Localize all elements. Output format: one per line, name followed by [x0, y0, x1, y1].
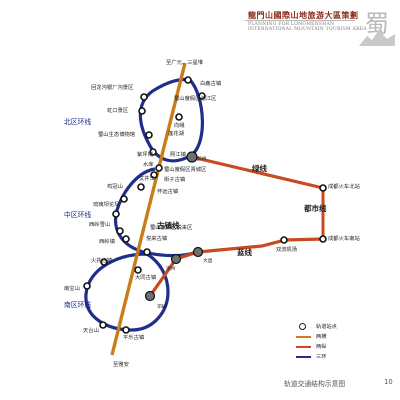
legend-label: 两横 [316, 334, 327, 340]
station-marker[interactable] [134, 266, 142, 274]
station-marker[interactable] [149, 148, 157, 156]
station-label-nanbao: 南宝山 [64, 284, 80, 292]
north-ring-line [138, 77, 204, 163]
orange-line-swatch-icon [296, 336, 311, 338]
station-label-jiangyan: 蜀山度假区湔江区 [174, 94, 217, 102]
station-marker[interactable] [122, 326, 130, 334]
station-label-chengdu-north: 成都火车北站 [328, 182, 360, 190]
legend-item-blue: 三环 [296, 353, 376, 363]
station-marker[interactable] [83, 282, 91, 290]
station-marker[interactable] [140, 93, 148, 101]
orange-line-label: 古镇线 [157, 220, 180, 230]
legend-label: 两纵 [316, 344, 327, 350]
legend-item-red: 两纵 [296, 343, 376, 353]
station-label-xiling: 西岭雪山 [89, 220, 110, 228]
zone-north-label: 北区环线 [64, 117, 91, 126]
subtitle-line-2: INTERNATIONAL MOUNTAIN TOURISM AREA [248, 27, 367, 33]
station-marker[interactable] [137, 183, 145, 191]
station-label-qionglai-wind: 琉璃坝论坛 [93, 200, 120, 208]
station-label-yuelai: 悦来古镇 [146, 234, 168, 242]
blue-line [148, 237, 324, 297]
station-label-xilai: 西岭镇 [99, 237, 116, 245]
station-label-shuangliu: 双流机场 [276, 245, 297, 253]
green-line-label: 绿线 [252, 163, 267, 173]
blue-line-label: 蓝线 [237, 247, 252, 257]
station-marker[interactable] [99, 321, 107, 329]
legend-label: 轨道站点 [316, 324, 337, 330]
badge-qionglai: 邛崃 [157, 303, 167, 310]
major-station-chongzhou[interactable] [170, 253, 182, 265]
legend-item-station: 轨道站点 [296, 323, 376, 333]
station-label-shushan-qingcheng: 蜀山度假区青城区 [164, 165, 207, 173]
zone-south-label: 南区环线 [64, 300, 91, 309]
station-label-hongkou: 虹口景区 [107, 106, 129, 114]
station-marker[interactable] [280, 236, 288, 244]
station-label-pingle: 平乐古镇 [123, 333, 145, 341]
green-line [191, 155, 324, 190]
legend-item-orange: 两横 [296, 333, 376, 343]
major-station-dayi[interactable] [192, 246, 204, 258]
stations-group [83, 76, 327, 334]
station-marker[interactable] [198, 92, 206, 100]
station-label-huilongou: 回龙沟银厂沟景区 [91, 83, 134, 91]
major-station-chengjiang[interactable] [186, 151, 198, 163]
middle-ring-line [114, 167, 201, 258]
station-marker[interactable] [319, 184, 327, 192]
south-ring-line [84, 252, 170, 332]
top-destination-label: 至广元、三星堆 [166, 58, 204, 66]
page-title: 龍門山國際山地旅游大區策劃 [248, 10, 359, 20]
station-marker[interactable] [175, 113, 183, 121]
station-label-datong: 大同古镇 [135, 273, 157, 281]
station-label-huaiyuan: 怀远古镇 [157, 187, 179, 195]
legend-label: 三环 [316, 354, 327, 360]
station-marker[interactable] [143, 248, 151, 256]
station-marker[interactable] [116, 227, 124, 235]
station-label-shuiku: 水库 [143, 160, 154, 168]
station-label-jiguan: 鸡冠山 [107, 182, 123, 190]
major-station-qionglai[interactable] [144, 290, 156, 302]
orange-line [110, 62, 187, 356]
station-marker[interactable] [112, 210, 120, 218]
station-label-lianhua: 莲花湖 [168, 129, 184, 137]
bottom-destination-label: 至雅安 [113, 360, 129, 368]
station-marker[interactable] [150, 171, 158, 179]
shu-logo-icon: 蜀 [359, 10, 395, 46]
station-label-zijing: 紫坪铺 [137, 150, 153, 158]
station-marker[interactable] [122, 235, 130, 243]
station-marker[interactable] [100, 258, 108, 266]
station-label-huojing: 火井古镇 [91, 256, 113, 264]
badge-pengzhou: 彭州 [197, 155, 207, 162]
station-label-bailu: 白鹿古镇 [200, 79, 222, 87]
station-label-shushan-yuelai: 蜀山度假区悦来区 [150, 223, 193, 231]
red-line-swatch-icon [296, 346, 311, 348]
major-stations-group [144, 151, 204, 302]
station-marker[interactable] [145, 131, 153, 139]
badge-chongzhou: 崇州 [166, 266, 176, 272]
legend: 轨道站点 两横 两纵 三环 [296, 323, 376, 363]
station-label-chengjiang: 熙江镇 [170, 150, 187, 158]
metro-line-label: 都市线 [303, 203, 327, 213]
page-subtitle: PLANNING FOR LONGMENSHAN INTERNATIONAL M… [248, 22, 367, 33]
station-marker[interactable] [319, 235, 327, 243]
station-marker[interactable] [120, 195, 128, 203]
badge-dayi: 大邑 [203, 257, 213, 264]
station-marker[interactable] [184, 76, 192, 84]
station-label-jiezi: 街子古镇 [164, 175, 186, 183]
station-label-xiangfeng: 向峨 [174, 121, 185, 129]
blue-line-swatch-icon [296, 356, 311, 358]
page-number: 10 [384, 378, 393, 386]
subtitle-line-1: PLANNING FOR LONGMENSHAN [248, 22, 335, 27]
station-marker[interactable] [138, 107, 146, 115]
station-marker[interactable] [155, 164, 163, 172]
station-dot-icon [299, 323, 306, 330]
station-label-wenjing: 文井江 [139, 174, 156, 182]
station-label-tiantai: 天台山 [83, 326, 99, 334]
header-rule [245, 20, 355, 21]
station-label-chengdu-south: 成都火车南站 [328, 234, 360, 242]
station-label-shushan-eco: 蜀山生态博物馆 [98, 130, 135, 138]
figure-caption: 轨道交通结构示意图 [284, 380, 346, 388]
zone-middle-label: 中区环线 [64, 210, 91, 219]
